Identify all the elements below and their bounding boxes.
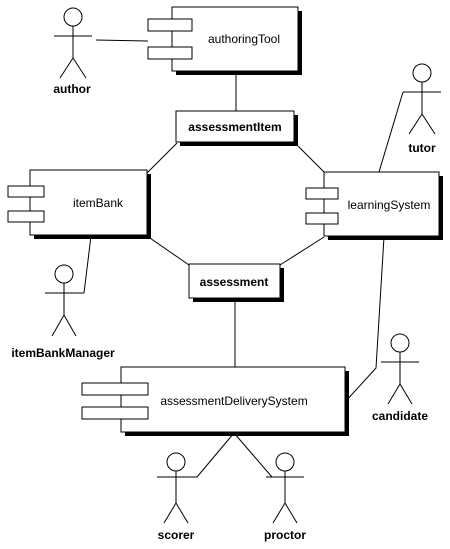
component-tab-icon — [147, 46, 193, 60]
component-tab-icon — [305, 187, 339, 200]
interface-assessmentItem[interactable]: assessmentItem — [175, 110, 298, 146]
learningSystem-label: learningSystem — [348, 198, 431, 212]
tutor-label: tutor — [408, 141, 436, 155]
stick-figure-icon — [54, 7, 92, 79]
itemBank-assessment-link — [146, 235, 190, 266]
component-tab-icon — [305, 212, 339, 225]
authoringTool-label: authoringTool — [208, 32, 280, 46]
actor-scorer[interactable]: scorer — [157, 452, 197, 542]
stick-figure-icon — [157, 452, 197, 524]
deliverySystem-scorer-link — [196, 432, 235, 478]
itemBankManager-label: itemBankManager — [11, 346, 115, 360]
learningSystem-candidate-link — [344, 236, 385, 403]
stick-figure-icon — [381, 333, 419, 405]
assessmentItem-learningSystem-link — [294, 142, 325, 173]
itemBank-itemBankManager-link — [83, 235, 92, 294]
component-authoringTool[interactable]: authoringTool — [147, 6, 302, 75]
proctor-label: proctor — [264, 528, 306, 542]
learningSystem-assessment-link — [279, 236, 325, 266]
component-tab-icon — [7, 210, 45, 223]
component-tab-icon — [81, 406, 149, 420]
learningSystem-tutor-link — [378, 91, 404, 173]
actor-proctor[interactable]: proctor — [264, 452, 306, 542]
author-authoringTool-link — [95, 39, 149, 42]
itemBank-label: itemBank — [73, 196, 124, 210]
stick-figure-icon — [403, 63, 441, 135]
assessmentItem-label: assessmentItem — [188, 120, 281, 134]
author-label: author — [53, 82, 91, 96]
component-learningSystem[interactable]: learningSystem — [305, 171, 443, 240]
assessmentDeliverySystem-label: assessmentDeliverySystem — [160, 394, 307, 408]
component-tab-icon — [81, 382, 149, 396]
assessment-label: assessment — [200, 275, 269, 289]
connectors — [83, 39, 404, 478]
component-tab-icon — [7, 185, 45, 198]
actor-author[interactable]: author — [53, 7, 92, 96]
component-assessmentDeliverySystem[interactable]: assessmentDeliverySystem — [81, 366, 349, 436]
candidate-label: candidate — [372, 409, 428, 423]
actor-tutor[interactable]: tutor — [403, 63, 441, 155]
deliverySystem-proctor-link — [233, 432, 273, 478]
stick-figure-icon — [266, 452, 304, 524]
interface-assessment[interactable]: assessment — [188, 263, 284, 302]
actor-itemBankManager[interactable]: itemBankManager — [11, 264, 115, 360]
stick-figure-icon — [45, 264, 84, 337]
component-itemBank[interactable]: itemBank — [7, 169, 151, 239]
scorer-label: scorer — [158, 528, 195, 542]
assessmentItem-itemBank-link — [146, 142, 178, 174]
actor-candidate[interactable]: candidate — [372, 333, 428, 423]
component-tab-icon — [147, 18, 193, 32]
